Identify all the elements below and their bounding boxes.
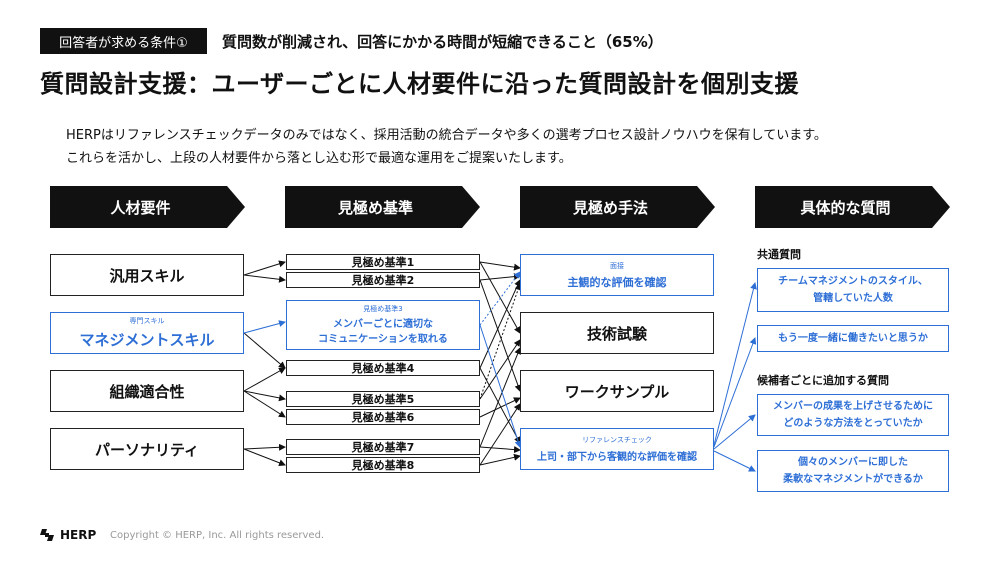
question-4: 個々のメンバーに即した 柔軟なマネジメントができるか — [757, 450, 949, 492]
link-req4-crit8 — [243, 448, 286, 467]
common-questions-heading: 共通質問 — [757, 248, 801, 261]
link-req2-crit3 — [243, 320, 286, 334]
link-crit7-reference — [479, 446, 521, 454]
column-header-methods: 見極め手法 — [520, 186, 715, 228]
herp-logo-icon — [40, 529, 54, 541]
requirement-label: 汎用スキル — [109, 266, 185, 285]
link-crit1-interview — [479, 261, 521, 271]
requirement-culture-fit: 組織適合性 — [50, 370, 244, 412]
herp-logo-text: HERP — [60, 528, 97, 542]
method-reference-check: リファレンスチェック 上司・部下から客観的な評価を確認 — [520, 428, 714, 470]
condition-text: 質問数が削減され、回答にかかる時間が短縮できること（65%） — [222, 32, 663, 51]
link-req1-crit1 — [243, 260, 286, 276]
column-header-criteria: 見極め基準 — [285, 186, 480, 228]
column-header-requirements: 人材要件 — [50, 186, 245, 228]
method-work-sample: ワークサンプル — [520, 370, 714, 412]
criterion-2: 見極め基準2 — [286, 272, 480, 288]
candidate-questions-heading: 候補者ごとに追加する質問 — [757, 374, 889, 387]
link-crit6-work — [479, 397, 521, 418]
criterion-4: 見極め基準4 — [286, 360, 480, 376]
link-crit5-interview-dotted — [479, 283, 522, 400]
link-req3-crit6 — [243, 390, 286, 418]
requirement-personality: パーソナリティ — [50, 428, 244, 470]
criterion-6: 見極め基準6 — [286, 409, 480, 425]
copyright: Copyright © HERP, Inc. All rights reserv… — [110, 530, 325, 541]
criterion-label: 見極め基準2 — [351, 274, 415, 287]
link-crit3-reference — [479, 324, 522, 448]
criterion-sub-label: 見極め基準3 — [363, 304, 403, 313]
herp-logo: HERP — [40, 528, 96, 542]
link-req2-crit4 — [243, 332, 286, 369]
criterion-label: 見極め基準5 — [351, 393, 415, 406]
method-label: 主観的な評価を確認 — [567, 275, 667, 289]
criterion-1: 見極め基準1 — [286, 254, 480, 270]
criterion-label: 見極め基準8 — [351, 459, 415, 472]
page-title: 質問設計支援：ユーザーごとに人材要件に沿った質問設計を個別支援 — [40, 70, 800, 98]
criterion-label: 見極め基準1 — [351, 256, 415, 269]
link-crit4-reference — [479, 367, 521, 444]
link-reference-q2 — [713, 337, 757, 448]
criterion-3: 見極め基準3 メンバーごとに適切な コミュニケーションを取れる — [286, 300, 480, 350]
link-crit4-interview — [479, 279, 521, 369]
criterion-7: 見極め基準7 — [286, 439, 480, 455]
link-crit1-test — [479, 261, 521, 334]
link-req3-crit4 — [243, 367, 286, 392]
question-1: チームマネジメントのスタイル、 管轄していた人数 — [757, 268, 949, 312]
criterion-label: メンバーごとに適切な コミュニケーションを取れる — [318, 318, 448, 345]
criterion-label: 見極め基準6 — [351, 411, 415, 424]
link-req4-crit7 — [243, 443, 286, 451]
link-reference-q4 — [713, 450, 756, 472]
description-line-1: HERPはリファレンスチェックデータのみではなく、採用活動の統合データや多くの選… — [66, 128, 827, 143]
criterion-8: 見極め基準8 — [286, 457, 480, 473]
condition-tag: 回答者が求める条件① — [40, 28, 207, 54]
requirement-label: パーソナリティ — [94, 440, 200, 459]
link-crit8-reference — [479, 453, 521, 466]
criterion-label: 見極め基準7 — [351, 441, 415, 454]
link-reference-q3 — [713, 414, 756, 450]
question-3: メンバーの成果を上げさせるために どのような方法をとっていたか — [757, 394, 949, 436]
method-sub-label: リファレンスチェック — [582, 436, 652, 444]
criterion-label: 見極め基準4 — [351, 362, 415, 375]
requirement-general-skill: 汎用スキル — [50, 254, 244, 296]
method-interview: 面接 主観的な評価を確認 — [520, 254, 714, 296]
method-label: ワークサンプル — [564, 382, 670, 401]
criterion-5: 見極め基準5 — [286, 391, 480, 407]
column-header-questions: 具体的な質問 — [755, 186, 950, 228]
method-technical-test: 技術試験 — [520, 312, 714, 354]
description-line-2: これらを活かし、上段の人材要件から落とし込む形で最適な運用をご提案いたします。 — [66, 151, 572, 166]
link-req3-crit5 — [243, 390, 286, 402]
link-reference-q1 — [713, 282, 757, 446]
method-label: 上司・部下から客観的な評価を確認 — [537, 452, 697, 463]
link-crit2-work — [479, 279, 522, 392]
link-crit7-test — [479, 347, 521, 448]
link-crit5-test — [479, 339, 521, 400]
requirement-sub-label: 専門スキル — [129, 317, 165, 325]
link-req1-crit2 — [243, 274, 286, 283]
link-crit2-interview — [479, 273, 521, 281]
question-2: もう一度一緒に働きたいと思うか — [757, 325, 949, 352]
link-crit3-interview-dotted — [479, 271, 521, 326]
method-sub-label: 面接 — [610, 261, 624, 270]
requirement-management-skill: 専門スキル マネジメントスキル — [50, 312, 244, 354]
method-label: 技術試験 — [586, 324, 647, 343]
requirement-label: マネジメントスキル — [79, 331, 215, 349]
description: HERPはリファレンスチェックデータのみではなく、採用活動の統合データや多くの選… — [66, 124, 827, 170]
requirement-label: 組織適合性 — [109, 382, 185, 401]
link-crit8-work — [479, 403, 521, 466]
